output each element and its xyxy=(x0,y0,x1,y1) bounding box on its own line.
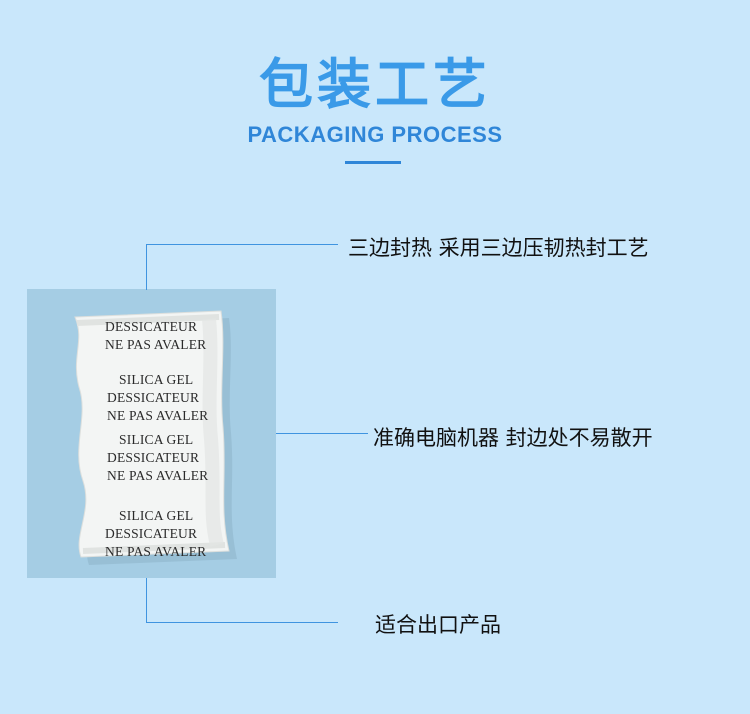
connector-line-1-horizontal xyxy=(146,244,338,245)
connector-line-3-vertical xyxy=(146,578,147,622)
sachet-print-line: DESSICATEUR xyxy=(107,390,199,405)
connector-line-1-vertical xyxy=(146,244,147,290)
sachet-print-line: SILICA GEL xyxy=(119,372,193,387)
sachet-print-line: DESSICATEUR xyxy=(105,319,197,334)
sachet-print-line: DESSICATEUR xyxy=(105,526,197,541)
sachet-print-line: NE PAS AVALER xyxy=(107,468,208,483)
sachet-print-line: DESSICATEUR xyxy=(107,450,199,465)
section-subtitle: PACKAGING PROCESS xyxy=(247,122,503,147)
section-title: 包装工艺 xyxy=(259,53,491,116)
connector-line-3-horizontal xyxy=(146,622,338,623)
feature-machine-sealed: 准确电脑机器 封边处不易散开 xyxy=(373,426,653,450)
sachet-print-line: NE PAS AVALER xyxy=(105,337,206,352)
feature-heat-seal: 三边封热 采用三边压韧热封工艺 xyxy=(348,236,649,260)
sachet-print-line: NE PAS AVALER xyxy=(105,544,206,559)
sachet-print-line: SILICA GEL xyxy=(119,432,193,447)
feature-export-quality: 适合出口产品 xyxy=(375,613,501,637)
product-photo: DESSICATEUR NE PAS AVALER SILICA GEL DESSIC… xyxy=(27,289,276,578)
title-underline xyxy=(345,161,401,164)
sachet-print-line: SILICA GEL xyxy=(119,508,193,523)
desiccant-sachet-illustration: DESSICATEUR NE PAS AVALER SILICA GEL DESSIC… xyxy=(74,310,237,565)
connector-line-2-horizontal xyxy=(276,433,368,434)
sachet-print-line: NE PAS AVALER xyxy=(107,408,208,423)
